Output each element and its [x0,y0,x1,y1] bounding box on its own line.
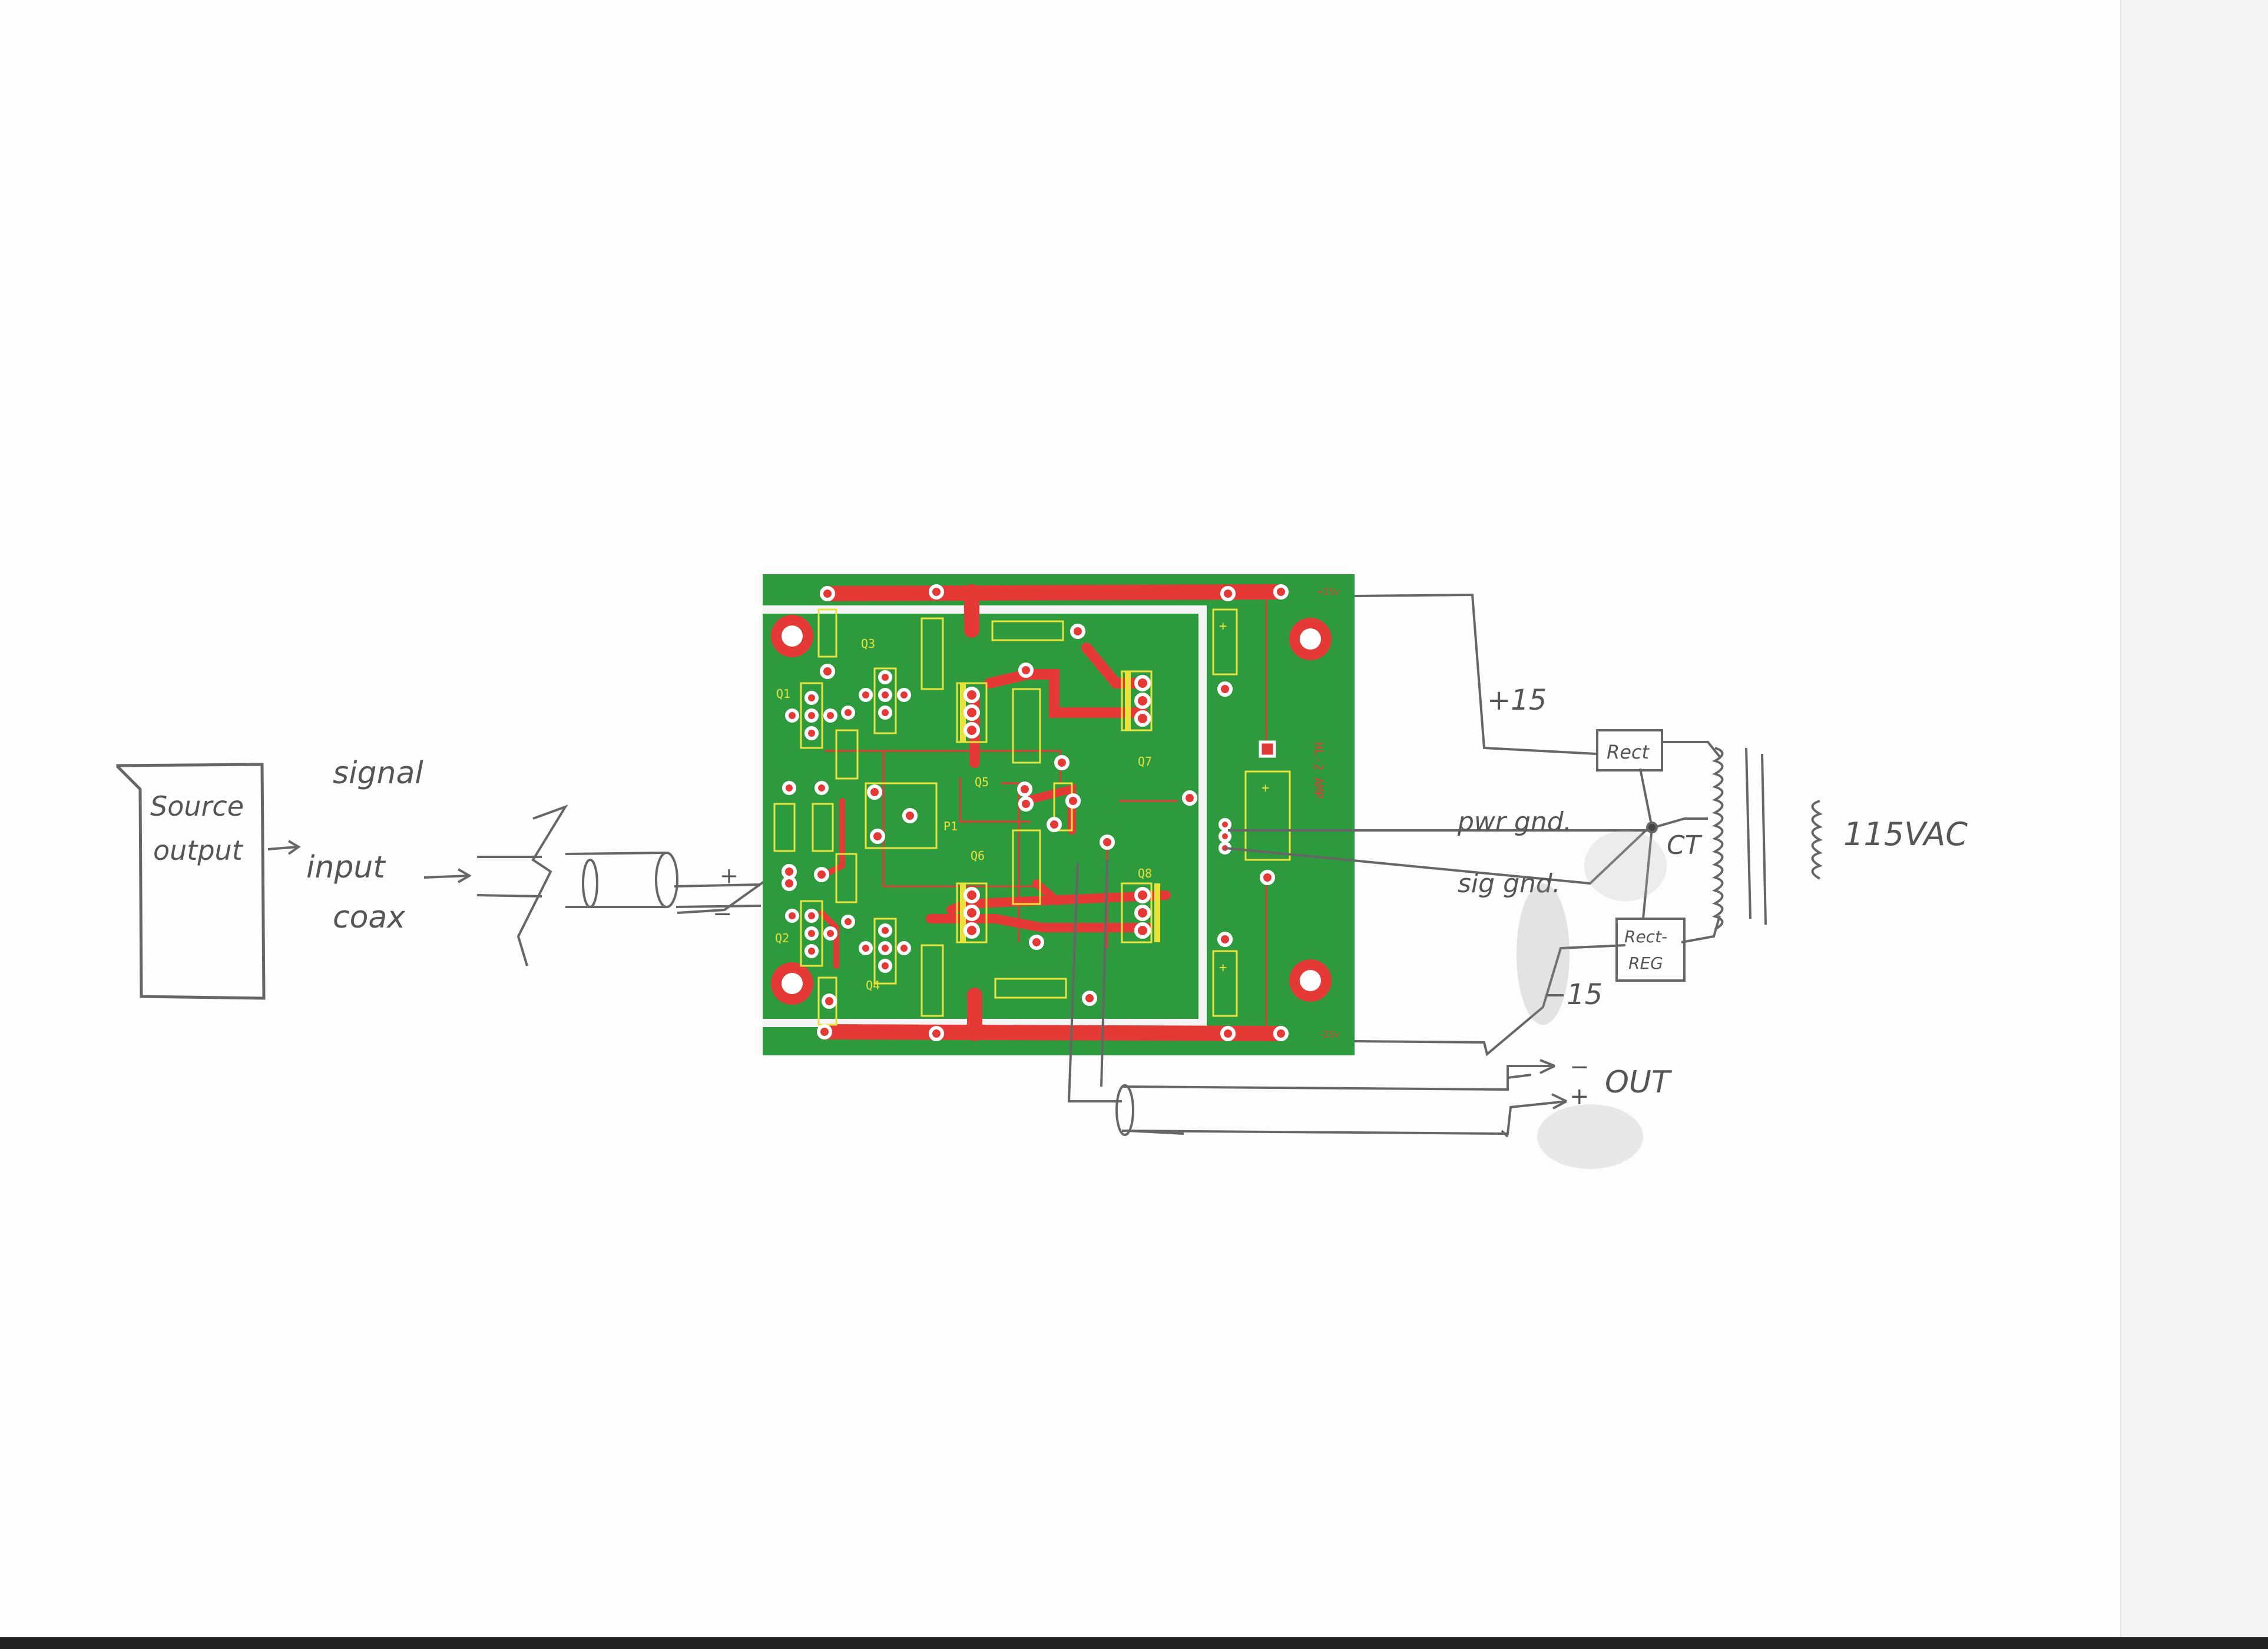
q1-outline [800,682,823,749]
ref-q5: Q5 [975,775,989,789]
input-plus: + [720,863,739,889]
board-text: HL-2 AMP [1312,742,1326,799]
resistor-outline [921,617,944,690]
source-label-line2: output [153,835,244,866]
cap-outline [1212,608,1238,676]
rect-reg-label-line2: REG [1628,953,1663,973]
source-output-box: Source output [116,763,266,1000]
rectifier-box: Rect [1596,729,1663,771]
resistor-outline [835,853,857,903]
out-minus: − [1570,1054,1590,1081]
cap-outline [1244,770,1291,861]
q5-outline [956,682,988,743]
ref-q3: Q3 [861,637,875,651]
cap-plus-bottom: + [1219,961,1227,975]
silkscreen [773,608,1291,1026]
q3-outline [873,667,897,734]
supply-wiring [1224,593,1721,1057]
ref-q4: Q4 [866,978,880,992]
rectifier-regulator-box: Rect- REG [1615,918,1686,982]
ct-junction-dot [1646,822,1658,833]
pot-outline [865,782,938,849]
q6-outline [956,882,988,943]
input-minus: − [713,900,733,928]
resistor-outline [991,620,1064,641]
signal-input-label: signal input coax [306,756,423,935]
source-label-line1: Source [150,790,244,822]
rail-top-label: +15v [1317,586,1340,597]
square-pad [1259,740,1276,758]
arrow-input-to-coax [423,868,472,883]
signal-label-line2: input [306,850,386,885]
q8-outline [1121,882,1153,943]
ref-q8: Q8 [1138,866,1152,880]
mounting-hole-tr [1289,618,1332,660]
ref-q7: Q7 [1138,754,1152,769]
resistor-outline [1012,688,1041,764]
cap-plus-top: + [1219,619,1227,634]
ct-label: CT [1667,830,1703,860]
q7-outline [1121,670,1153,731]
cap-polarity: + + + [1219,619,1269,975]
cap-plus-mid: + [1262,781,1269,796]
signal-label-line3: coax [333,900,406,935]
out-label: OUT [1605,1065,1673,1100]
mounting-hole-br [1289,959,1332,1002]
scanner-edge [0,1637,2268,1649]
resistor-outline [817,608,837,658]
q4-outline [873,918,897,985]
plus15-label: +15 [1487,684,1547,717]
rail-right-stripe [1198,605,1207,1027]
rect-label: Rect [1607,741,1650,763]
resistor-outline [921,944,944,1017]
mounting-hole-tl [771,615,813,657]
arrow-source-to-input [267,840,301,855]
sig-gnd-label: sig gnd. [1458,869,1561,899]
ref-q6: Q6 [971,849,985,863]
pads [782,584,1289,1041]
cap-outline [1212,950,1238,1017]
rail-bottom-label: -15v [1317,1029,1340,1040]
out-plus: + [1570,1083,1590,1110]
pwr-gnd-label: pwr gnd. [1457,807,1572,837]
minus15-label: −15 [1543,978,1603,1011]
resistor-outline [812,803,834,852]
signal-label-line1: signal [333,756,423,791]
resistor-outline [773,803,796,852]
output-coax-cable [1067,859,1567,1138]
ref-q2: Q2 [775,931,789,945]
ref-q1: Q1 [776,687,790,701]
rail-top-stripe [763,605,1201,614]
rect-reg-label-line1: Rect- [1624,927,1667,946]
pcb-board: Q1 Q2 Q3 Q4 Q5 Q6 Q7 Q8 P1 + + + +15v -1… [763,574,1355,1055]
component-refs: Q1 Q2 Q3 Q4 Q5 Q6 Q7 Q8 P1 [775,637,1152,992]
ref-p1: P1 [943,819,958,833]
smudge [1517,830,1667,1169]
mounting-hole-bl [771,962,813,1005]
resistor-outline [835,729,859,780]
paper-edge [2120,0,2268,1637]
resistor-outline [994,978,1067,999]
input-coax-cable [476,804,767,966]
q2-outline [800,900,823,967]
transformer [1712,747,1823,931]
resistor-outline [1012,829,1041,905]
mains-label: 115VAC [1843,816,1968,853]
